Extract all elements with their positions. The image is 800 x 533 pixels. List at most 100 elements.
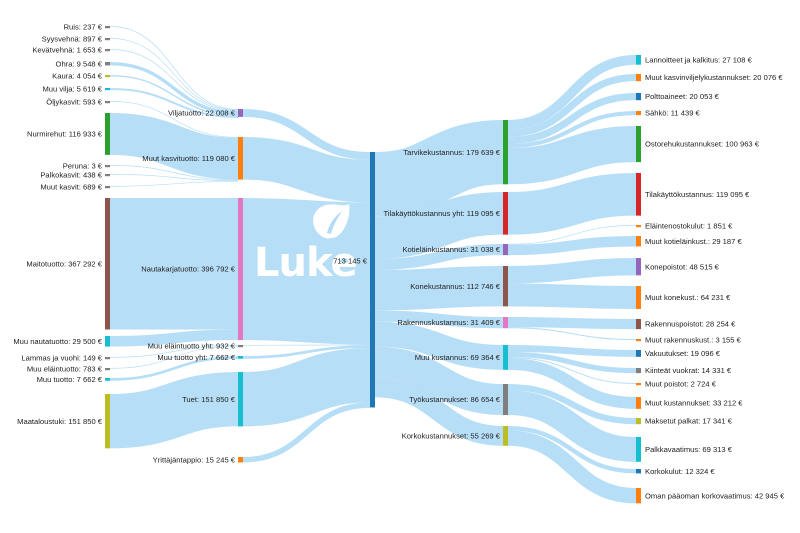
sankey-link-oljykasvit-muutkasvituotto — [109, 101, 239, 138]
sankey-label-palkkavaatimus: Palkkavaatimus: 69 313 € — [645, 445, 733, 454]
sankey-label-maataloustuki: Maataloustuki: 151 850 € — [17, 417, 103, 426]
sankey-node-omanpaaoman — [636, 488, 641, 504]
sankey-node-lammas — [105, 357, 110, 360]
sankey-label-tuet: Tuet: 151 850 € — [182, 395, 236, 404]
sankey-label-sahko: Sähkö: 11 439 € — [645, 109, 701, 118]
sankey-node-rakennus — [503, 317, 508, 329]
sankey-node-ostorehu — [636, 126, 641, 163]
sankey-label-polttoaineet: Polttoaineet: 20 053 € — [645, 92, 720, 101]
sankey-label-maksetut: Maksetut palkat: 17 341 € — [645, 417, 733, 426]
sankey-link-kotielain-muutkotielain — [507, 235, 637, 256]
sankey-node-muuelainyht — [238, 345, 243, 348]
sankey-label-muukust: Muu kustannus: 69 364 € — [415, 353, 501, 362]
sankey-label-korkokulut: Korkokulut: 12 324 € — [645, 467, 715, 476]
sankey-label-tyokust: Työkustannukset: 86 654 € — [409, 395, 501, 404]
sankey-label-ohra: Ohra: 9 548 € — [56, 59, 103, 68]
sankey-label-korkokust: Korkokustannukset: 55 269 € — [402, 431, 501, 440]
sankey-node-tyokust — [503, 384, 508, 416]
sankey-link-muukust-kiinteat — [507, 351, 637, 374]
sankey-label-muutkasvinviljely: Muut kasvinviljelykustannukset: 20 076 € — [645, 73, 783, 82]
sankey-node-nurmirehut — [105, 113, 110, 155]
sankey-node-lannoitteet — [636, 55, 641, 65]
sankey-node-muukust — [503, 345, 508, 370]
sankey-link-kevatvehna-viljatuotto — [109, 49, 239, 112]
sankey-label-muunautatuotto: Muu nautatuotto: 29 500 € — [13, 337, 102, 346]
sankey-label-lammas: Lammas ja vuohi: 149 € — [21, 354, 102, 363]
sankey-link-total-muukust — [374, 321, 504, 370]
sankey-link-rakennus-muutrakennus — [507, 327, 637, 341]
sankey-label-tilakaytto: Tilakäyttökustannus: 119 095 € — [645, 190, 750, 199]
sankey-label-muukasvit: Muut kasvit: 689 € — [40, 183, 102, 192]
sankey-node-muutuottoyht — [238, 356, 243, 359]
sankey-label-ostorehu: Ostorehukustannukset: 100 963 € — [645, 140, 760, 149]
sankey-link-muuvilja-viljatuotto — [109, 88, 239, 118]
sankey-label-muuelain: Muu eläintuotto: 783 € — [27, 365, 103, 374]
sankey-link-rakennus-rakennuspoistot — [507, 316, 637, 330]
sankey-node-syysvehna — [105, 38, 110, 41]
sankey-label-elaintenosto: Eläintenostokulut: 1 851 € — [645, 222, 733, 231]
sankey-link-total-tilakayttoyht — [374, 192, 504, 259]
sankey-link-tarvike-lannoitteet — [507, 54, 637, 130]
sankey-node-oljykasvit — [105, 101, 110, 104]
sankey-label-muutuotto: Muu tuotto: 7 662 € — [37, 375, 103, 384]
sankey-link-tarvike-ostorehu — [507, 125, 637, 185]
sankey-node-palkkavaatimus — [636, 437, 641, 462]
sankey-label-ruis: Ruis: 237 € — [64, 23, 103, 32]
sankey-link-total-kotielain — [374, 244, 504, 271]
logo-text: Luke — [254, 240, 357, 286]
sankey-label-muuelainyht: Muu eläintuotto yht: 932 € — [148, 342, 236, 351]
sankey-node-peruna — [105, 165, 110, 168]
sankey-label-omanpaaoman: Oman pääoman korkovaatimus: 42 945 € — [645, 491, 785, 500]
sankey-link-muukust-muutkustannukset — [507, 357, 637, 409]
sankey-link-tuet-total — [242, 348, 371, 427]
sankey-node-sahko — [636, 111, 641, 116]
sankey-label-viljatuotto: Viljatuotto: 22 008 € — [168, 109, 236, 118]
sankey-node-muutuotto — [105, 378, 110, 381]
sankey-link-korkokust-omanpaaoman — [507, 430, 637, 504]
sankey-link-tilakayttoyht-tilakaytto — [507, 173, 637, 235]
sankey-label-nautakarja: Nautakarjatuotto: 396 792 € — [141, 265, 236, 274]
sankey-node-ohra — [105, 62, 110, 66]
sankey-label-kiinteat: Kiinteät vuokrat: 14 331 € — [645, 366, 732, 375]
sankey-link-total-tyokust — [374, 346, 504, 416]
sankey-node-muunautatuotto — [105, 336, 110, 347]
sankey-node-muutpoistot — [636, 383, 641, 386]
sankey-link-korkokust-korkokulut — [507, 426, 637, 474]
sankey-link-konekust-muutkonekust — [507, 283, 637, 309]
sankey-link-peruna-muutkasvituotto — [109, 165, 239, 181]
sankey-node-muutrakennus — [636, 339, 641, 342]
sankey-node-maitotuotto — [105, 198, 110, 330]
sankey-link-kaura-viljatuotto — [109, 75, 239, 116]
sankey-label-muutkotielain: Muut kotieläinkust.: 29 187 € — [645, 237, 742, 246]
sankey-label-maitotuotto: Maitotuotto: 367 292 € — [26, 259, 102, 268]
sankey-label-kaura: Kaura: 4 054 € — [52, 72, 103, 81]
sankey-link-ohra-viljatuotto — [109, 62, 239, 115]
sankey-nodes — [105, 26, 641, 504]
sankey-node-ruis — [105, 26, 110, 29]
sankey-node-muuelain — [105, 368, 110, 371]
sankey-link-yrittajantappio-total — [242, 402, 371, 463]
sankey-node-palkokasvit — [105, 174, 110, 177]
sankey-label-total: 713 145 € — [333, 257, 368, 266]
sankey-node-kiinteat — [636, 368, 641, 374]
sankey-node-konepoistot — [636, 258, 641, 276]
sankey-link-total-tarvike — [373, 119, 505, 217]
sankey-node-korkokust — [503, 426, 508, 446]
sankey-node-kotielain — [503, 244, 508, 256]
sankey-node-tilakaytto — [636, 173, 641, 216]
sankey-node-tarvike — [503, 120, 508, 185]
sankey-link-tyokust-palkkavaatimus — [507, 390, 637, 462]
sankey-link-muukust-vakuutukset — [507, 344, 637, 357]
sankey-node-muutkustannukset — [636, 397, 641, 409]
sankey-node-elaintenosto — [636, 225, 641, 228]
sankey-link-muukust-muutpoistot — [507, 356, 637, 384]
sankey-label-konekust: Konekustannus: 112 746 € — [410, 282, 501, 291]
sankey-link-palkokasvit-muutkasvituotto — [109, 174, 239, 181]
sankey-label-muutkonekust: Muut konekust.: 64 231 € — [645, 293, 731, 302]
sankey-label-nurmirehut: Nurmirehut: 116 933 € — [27, 130, 103, 139]
sankey-label-yrittajantappio: Yrittäjäntappio: 15 245 € — [153, 455, 236, 464]
sankey-link-tyokust-maksetut — [507, 383, 637, 425]
sankey-node-polttoaineet — [636, 93, 641, 101]
sankey-link-muukasvit-muutkasvituotto — [109, 180, 239, 187]
sankey-link-muutkasvituotto-total — [242, 136, 371, 203]
